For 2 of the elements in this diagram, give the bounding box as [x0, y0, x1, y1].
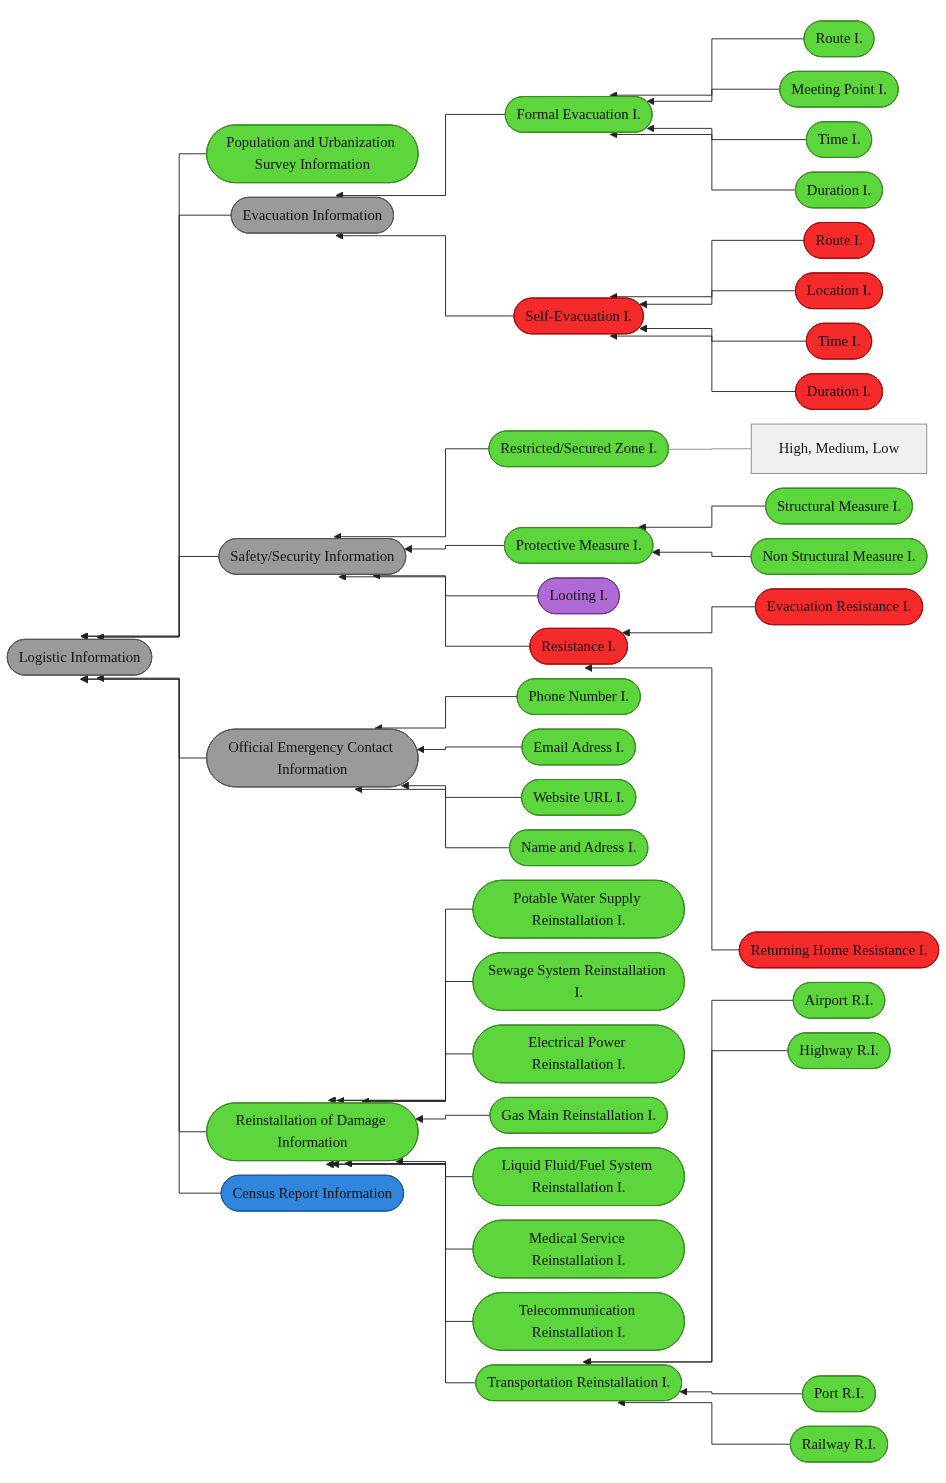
node-box: High, Medium, Low: [750, 423, 928, 474]
connector: [668, 448, 752, 450]
